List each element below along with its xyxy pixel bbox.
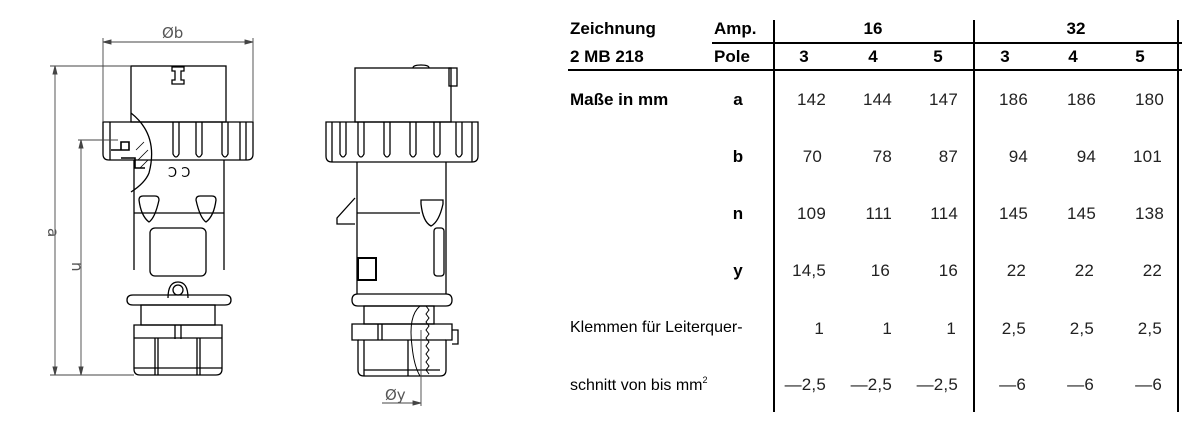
dim-label-b: Øb (162, 24, 183, 42)
amp-label: Amp. (714, 19, 757, 38)
side-view (325, 64, 479, 377)
cell-a-32-3: 186 (999, 90, 1028, 109)
dim-label-a: a (44, 228, 62, 237)
pole-16-3: 3 (799, 47, 809, 66)
dim-label-y: Øy (385, 386, 406, 404)
cell-klemmen-to-16-3: —2,5 (784, 375, 826, 394)
cell-klemmen-to-16-4: —2,5 (850, 375, 892, 394)
row-key-n: n (732, 204, 744, 223)
cell-y-16-5: 16 (938, 261, 958, 280)
rule-vertical-right (1177, 20, 1179, 412)
cell-klemmen-from-32-4: 2,5 (1069, 319, 1094, 338)
cell-y-16-4: 16 (870, 261, 890, 280)
cell-y-16-3: 14,5 (792, 261, 826, 280)
cell-b-32-4: 94 (1076, 147, 1096, 166)
svg-text:Ͻ Ͻ: Ͻ Ͻ (168, 166, 190, 181)
cell-y-32-5: 22 (1142, 261, 1162, 280)
cell-klemmen-to-32-3: —6 (999, 375, 1026, 394)
cell-n-32-4: 145 (1067, 204, 1096, 223)
cell-a-32-5: 180 (1135, 90, 1164, 109)
cell-klemmen-to-16-5: —2,5 (916, 375, 958, 394)
drawing-number: 2 MB 218 (570, 47, 644, 66)
dimension-lines (50, 38, 422, 406)
plug-drawing-svg: Ͻ Ͻ (44, 24, 479, 406)
klemmen-label-line1: Klemmen für Leiterquer- (570, 319, 743, 336)
row-key-a: a (733, 90, 743, 109)
row-key-b: b (732, 147, 744, 166)
amp-group-32: 32 (1066, 19, 1086, 38)
cell-klemmen-from-16-4: 1 (882, 319, 892, 338)
cell-n-32-5: 138 (1135, 204, 1164, 223)
cell-n-16-4: 111 (865, 204, 892, 223)
cell-klemmen-to-32-5: —6 (1135, 375, 1162, 394)
klemmen-label-line2: schnitt von bis mm2 (570, 375, 708, 394)
section-label: Maße in mm (570, 90, 669, 109)
dim-label-n: n (68, 262, 86, 272)
rule-vertical-middle (973, 20, 975, 412)
pole-label: Pole (714, 47, 750, 66)
amp-group-16: 16 (863, 19, 883, 38)
cell-y-32-4: 22 (1074, 261, 1094, 280)
cell-klemmen-from-32-5: 2,5 (1137, 319, 1162, 338)
row-key-y: y (733, 261, 743, 280)
pole-32-5: 5 (1135, 47, 1145, 66)
cell-klemmen-from-16-5: 1 (946, 319, 956, 338)
cell-n-16-5: 114 (930, 204, 958, 223)
rule-header-bottom (568, 69, 1182, 71)
front-view: Ͻ Ͻ (102, 65, 254, 376)
cell-a-16-5: 147 (929, 90, 958, 109)
cell-klemmen-from-32-3: 2,5 (1001, 319, 1026, 338)
zeichnung-label: Zeichnung (570, 19, 656, 38)
cell-b-16-4: 78 (872, 147, 892, 166)
cell-klemmen-from-16-3: 1 (814, 319, 824, 338)
rule-amp-underline (712, 42, 1182, 44)
cell-n-32-3: 145 (999, 204, 1028, 223)
cell-a-16-4: 144 (863, 90, 892, 109)
cell-a-16-3: 142 (797, 90, 826, 109)
pole-16-5: 5 (933, 47, 943, 66)
cell-b-32-5: 101 (1133, 147, 1162, 166)
rule-vertical-left (773, 20, 775, 412)
cell-a-32-4: 186 (1067, 90, 1096, 109)
cell-n-16-3: 109 (797, 204, 826, 223)
cell-b-16-3: 70 (802, 147, 822, 166)
cell-b-16-5: 87 (938, 147, 958, 166)
cell-b-32-3: 94 (1008, 147, 1028, 166)
pole-32-3: 3 (1000, 47, 1010, 66)
cell-klemmen-to-32-4: —6 (1067, 375, 1094, 394)
cell-y-32-3: 22 (1006, 261, 1026, 280)
pole-16-4: 4 (868, 47, 878, 66)
pole-32-4: 4 (1068, 47, 1078, 66)
technical-drawing: Ͻ Ͻ (0, 0, 540, 427)
